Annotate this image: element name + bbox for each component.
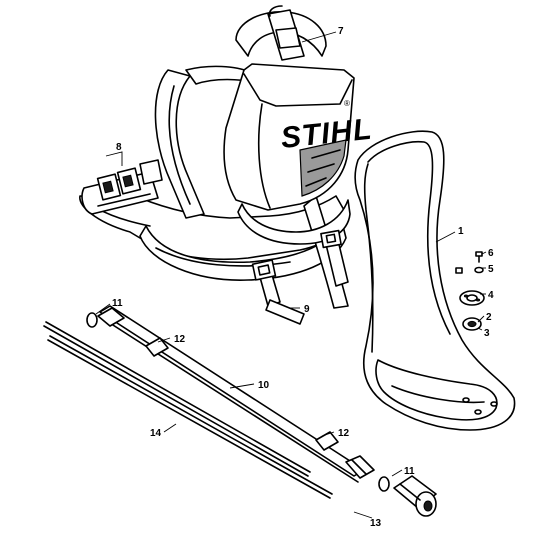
washer-5 xyxy=(474,266,484,274)
callout-11-upper: 11 xyxy=(112,298,123,309)
callout-14: 14 xyxy=(150,428,162,439)
callout-3: 3 xyxy=(484,328,490,339)
mounting-hardware xyxy=(455,251,485,331)
callout-9: 9 xyxy=(304,304,310,315)
back-frame xyxy=(354,130,516,431)
leader-lines xyxy=(95,31,487,519)
backpack-harness: STIHL ® xyxy=(79,5,374,325)
clamp-12-upper xyxy=(145,337,169,357)
flange-plate-4 xyxy=(459,290,485,306)
callout-12-upper: 12 xyxy=(174,334,186,345)
callout-7: 7 xyxy=(338,26,344,37)
callout-labels: 1 2 3 4 5 6 7 8 9 10 11 11 12 12 13 14 xyxy=(112,26,494,529)
drive-tube-assembly xyxy=(43,305,437,517)
callout-6: 6 xyxy=(488,248,494,259)
o-ring-11-upper xyxy=(86,312,98,328)
callout-1: 1 xyxy=(458,226,464,237)
callout-2: 2 xyxy=(486,312,492,323)
callout-4: 4 xyxy=(488,290,494,301)
callout-11-lower: 11 xyxy=(404,466,415,477)
registered-mark: ® xyxy=(344,99,350,108)
o-ring-11-lower xyxy=(378,476,390,492)
callout-12-lower: 12 xyxy=(338,428,350,439)
callout-10: 10 xyxy=(258,380,270,391)
buckle-set xyxy=(96,159,163,201)
callout-13: 13 xyxy=(370,518,382,529)
callout-5: 5 xyxy=(488,264,494,275)
callout-8: 8 xyxy=(116,142,122,153)
